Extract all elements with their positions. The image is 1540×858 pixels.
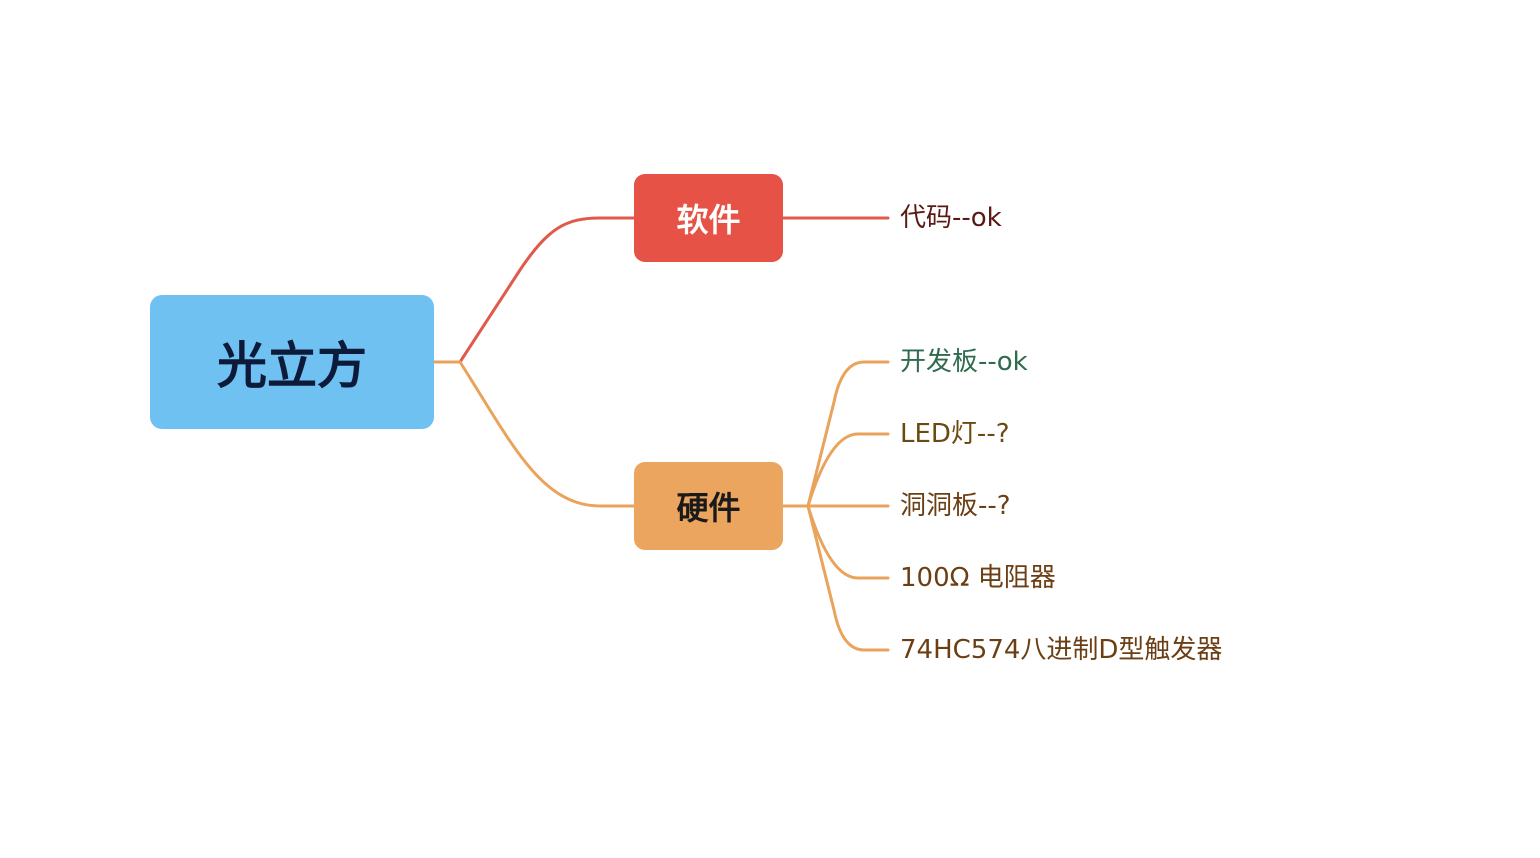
central-topic-label: 光立方 — [217, 337, 367, 395]
main-topic-software[interactable]: 软件 — [634, 174, 783, 262]
connector-root-hardware — [458, 360, 636, 508]
subtopic-code[interactable]: 代码--ok — [900, 203, 1002, 233]
connector-hardware-resistor — [806, 504, 890, 580]
main-topic-software-label: 软件 — [676, 201, 741, 239]
connector-hardware-flip-flop — [806, 504, 890, 652]
main-topic-hardware-label: 硬件 — [676, 489, 741, 527]
subtopic-led[interactable]: LED灯--? — [900, 419, 1010, 449]
subtopic-dev-board[interactable]: 开发板--ok — [900, 347, 1028, 377]
subtopic-resistor[interactable]: 100Ω 电阻器 — [900, 563, 1056, 593]
subtopic-flip-flop[interactable]: 74HC574八进制D型触发器 — [900, 635, 1223, 665]
central-topic[interactable]: 光立方 — [150, 295, 434, 429]
subtopic-perfboard[interactable]: 洞洞板--? — [900, 491, 1011, 521]
connector-hardware-dev-board — [806, 360, 890, 508]
main-topic-hardware[interactable]: 硬件 — [634, 462, 783, 550]
connector-root-software — [458, 216, 636, 364]
connector-hardware-led — [806, 432, 890, 508]
